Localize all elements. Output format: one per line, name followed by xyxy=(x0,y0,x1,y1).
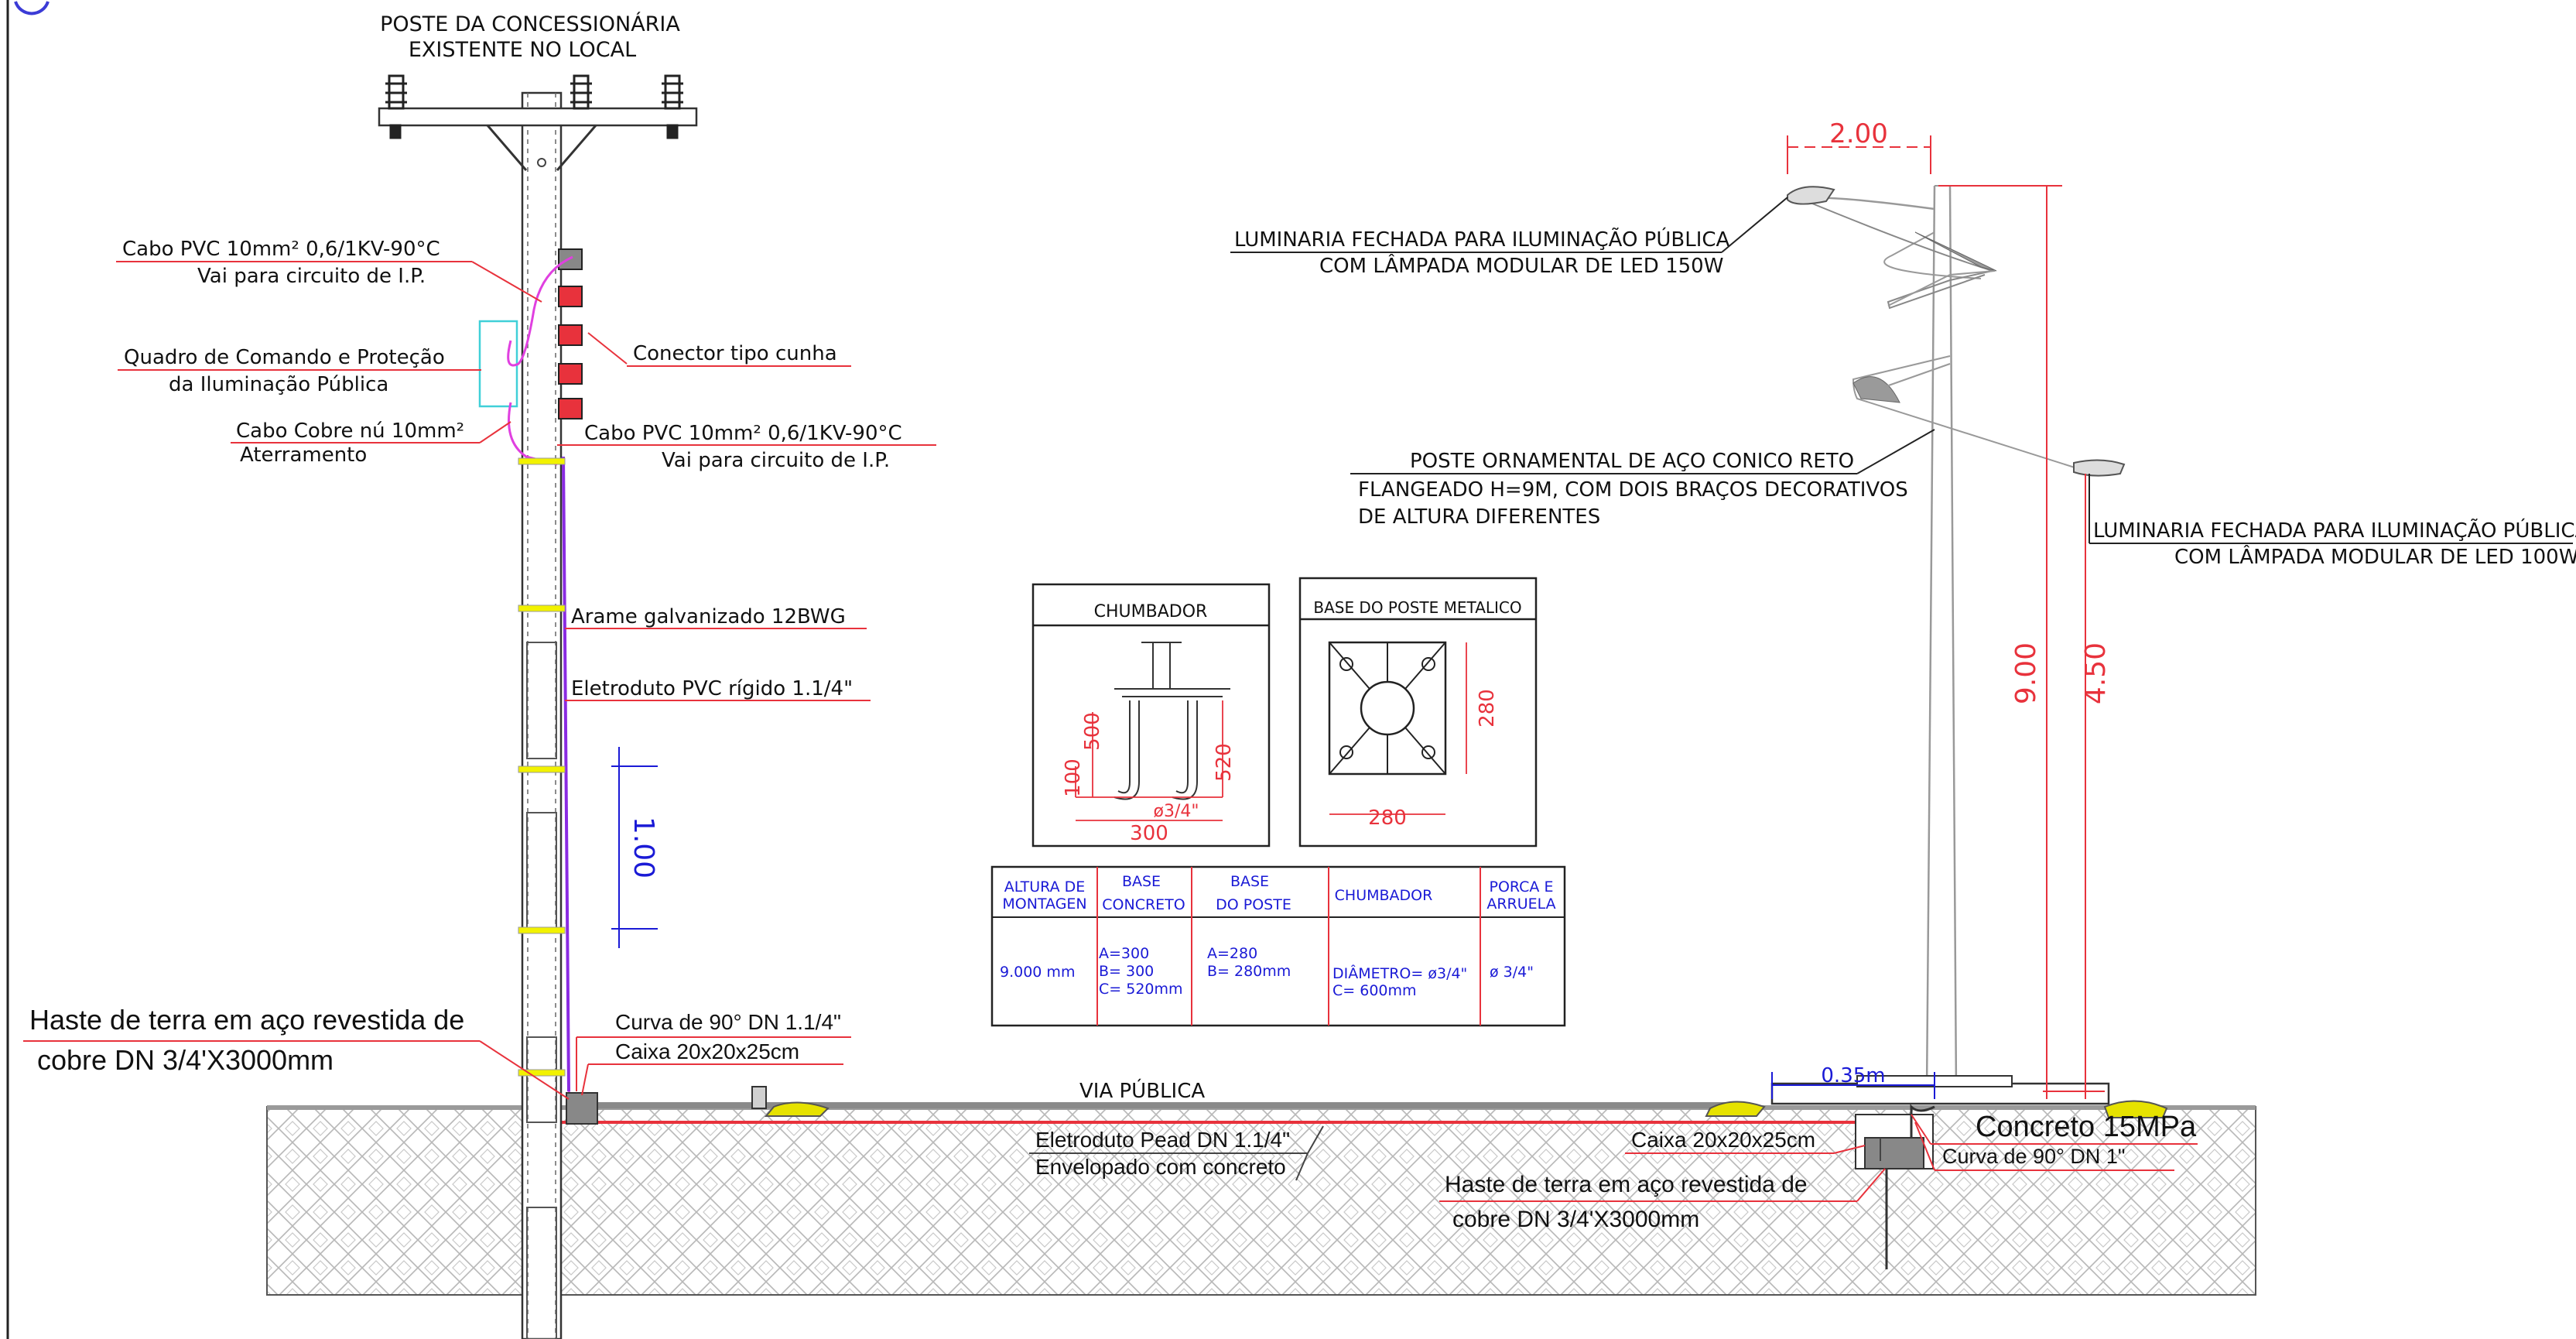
connector-label: Conector tipo cunha xyxy=(633,342,837,365)
ornamental-pole-label-2: FLANGEADO H=9M, COM DOIS BRAÇOS DECORATI… xyxy=(1358,478,1908,502)
th-nut-1: PORCA E xyxy=(1490,878,1554,896)
dim-lower-4-50: 4.50 xyxy=(2080,642,2112,704)
pole-dimension: 1.00 xyxy=(611,747,659,948)
chumbador-title: CHUMBADOR xyxy=(1094,602,1208,622)
curve-label: Curva de 90° DN 1.1/4" xyxy=(615,1010,841,1034)
dim-280-horizontal: 280 xyxy=(1368,806,1407,830)
spec-table: ALTURA DE MONTAGEN BASE CONCRETO BASE DO… xyxy=(990,865,1566,1027)
td-nut: ø 3/4" xyxy=(1490,964,1534,981)
td-pole-a: A=280 xyxy=(1207,945,1257,962)
td-pole-b: B= 280mm xyxy=(1207,963,1291,980)
road-conduit-label-1: Eletroduto Pead DN 1.1/4" xyxy=(1035,1128,1290,1152)
dim-100: 100 xyxy=(1062,759,1085,797)
road-label: VIA PÚBLICA xyxy=(1079,1078,1205,1103)
ground-rod-right-label-2: cobre DN 3/4'X3000mm xyxy=(1452,1207,1699,1232)
luminaire-top-label-2: COM LÂMPADA MODULAR DE LED 150W xyxy=(1319,253,1723,278)
pole-right-labels: Conector tipo cunha Cabo PVC 10mm² 0,6/1… xyxy=(557,332,936,1096)
ground-rod-label-2: cobre DN 3/4'X3000mm xyxy=(37,1044,334,1076)
dim-500: 500 xyxy=(1081,712,1104,751)
conduit-label: Eletroduto PVC rígido 1.1/4" xyxy=(571,677,853,700)
left-labels: Cabo PVC 10mm² 0,6/1KV-90°C Vai para cir… xyxy=(23,238,570,1100)
chumbador-detail: CHUMBADOR 500 100 520 ø3/4" 300 xyxy=(1031,583,1271,848)
ground-section xyxy=(266,1086,2256,1296)
th-height-1: ALTURA DE xyxy=(1004,878,1086,896)
dim-280-vertical: 280 xyxy=(1476,689,1499,728)
corner-mark xyxy=(14,1,50,15)
th-base-pole-2: DO POSTE xyxy=(1216,896,1291,913)
dim-base-0-35m: 0.35m xyxy=(1821,1064,1885,1087)
dim-arm-2-00: 2.00 xyxy=(1829,118,1888,149)
td-base-c: C= 520mm xyxy=(1099,981,1183,998)
road-conduit-label-2: Envelopado com concreto xyxy=(1035,1155,1286,1179)
copper-label-1: Cabo Cobre nú 10mm² xyxy=(236,420,464,443)
base-detail: BASE DO POSTE METALICO 280 280 xyxy=(1298,577,1538,848)
wire-label: Arame galvanizado 12BWG xyxy=(571,605,846,628)
ornamental-labels: LUMINARIA FECHADA PARA ILUMINAÇÃO PÚBLIC… xyxy=(1230,197,2576,1232)
existing-pole-title-2: EXISTENTE NO LOCAL xyxy=(409,38,636,62)
luminaire-low-label-1: LUMINARIA FECHADA PARA ILUMINAÇÃO PÚBLIC… xyxy=(2093,518,2576,543)
panel-label-2: da Iluminação Pública xyxy=(169,373,388,396)
box-label: Caixa 20x20x25cm xyxy=(615,1039,799,1063)
concrete-label: Concreto 15MPa xyxy=(1976,1111,2197,1143)
existing-pole-title-1: POSTE DA CONCESSIONÁRIA xyxy=(380,12,680,36)
cable-top-label-1: Cabo PVC 10mm² 0,6/1KV-90°C xyxy=(122,238,440,261)
luminaire-top-label-1: LUMINARIA FECHADA PARA ILUMINAÇÃO PÚBLIC… xyxy=(1234,227,1730,252)
box-label-right: Caixa 20x20x25cm xyxy=(1631,1128,1815,1152)
th-chumbador: CHUMBADOR xyxy=(1335,887,1433,904)
th-base-pole-1: BASE xyxy=(1230,873,1269,890)
dimension-1-00: 1.00 xyxy=(628,817,659,878)
ornamental-pole-label-3: DE ALTURA DIFERENTES xyxy=(1358,505,1600,529)
td-height: 9.000 mm xyxy=(1000,964,1075,981)
panel-label-1: Quadro de Comando e Proteção xyxy=(124,346,445,369)
td-chumbador-c: C= 600mm xyxy=(1332,982,1417,999)
td-chumbador-diam: DIÂMETRO= ø3/4" xyxy=(1332,964,1467,982)
ornamental-pole-label-1: POSTE ORNAMENTAL DE AÇO CONICO RETO xyxy=(1410,450,1854,473)
road-conduit-label: Eletroduto Pead DN 1.1/4" Envelopado com… xyxy=(1029,1125,1324,1181)
th-base-concrete-2: CONCRETO xyxy=(1102,896,1185,913)
th-nut-2: ARRUELA xyxy=(1486,896,1555,913)
th-height-2: MONTAGEN xyxy=(1002,896,1086,913)
cable-label-2: Vai para circuito de I.P. xyxy=(662,449,890,472)
td-base-b: B= 300 xyxy=(1099,963,1154,980)
luminaire-low-label-2: COM LÂMPADA MODULAR DE LED 100W xyxy=(2174,544,2576,569)
cable-top-label-2: Vai para circuito de I.P. xyxy=(197,265,426,288)
cable-label-1: Cabo PVC 10mm² 0,6/1KV-90°C xyxy=(584,422,902,445)
ground-rod-right-label-1: Haste de terra em aço revestida de xyxy=(1445,1172,1808,1197)
td-base-a: A=300 xyxy=(1099,945,1149,962)
dim-diameter: ø3/4" xyxy=(1154,802,1199,821)
ornamental-dimensions: 2.00 9.00 4.50 0.35m xyxy=(1771,118,2112,1099)
ornamental-pole xyxy=(1770,185,2126,1269)
curve-label-right: Curva de 90° DN 1" xyxy=(1942,1145,2126,1168)
th-base-concrete-1: BASE xyxy=(1122,873,1161,890)
dim-300: 300 xyxy=(1130,822,1168,845)
existing-pole xyxy=(378,74,698,1339)
base-title: BASE DO POSTE METALICO xyxy=(1313,598,1521,617)
dim-height-9-00: 9.00 xyxy=(2010,642,2042,704)
dim-520: 520 xyxy=(1213,743,1236,782)
copper-label-2: Aterramento xyxy=(240,443,367,467)
ground-rod-label-1: Haste de terra em aço revestida de xyxy=(29,1004,464,1036)
